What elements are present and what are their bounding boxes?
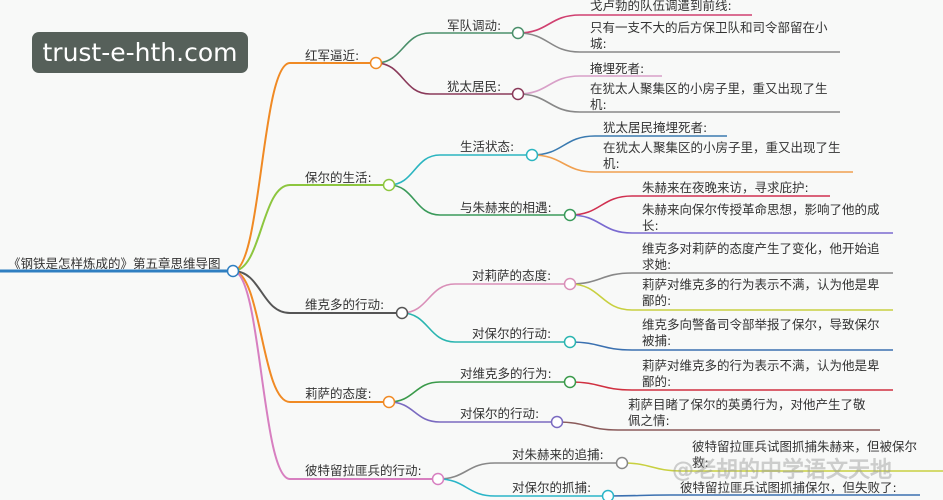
sub-branch-label: 对莉萨的态度: xyxy=(472,268,552,283)
connector-line xyxy=(232,270,389,403)
node-collapse-toggle[interactable] xyxy=(550,415,564,429)
sub-branch-label: 对保尔的行动: xyxy=(472,326,552,341)
branch-label: 维克多的行动: xyxy=(305,297,385,312)
connector-line xyxy=(569,283,893,311)
leaf-text: 莉萨目睹了保尔的英勇行为，对他产生了敬佩之情: xyxy=(628,397,866,428)
watermark: @老胡的中学语文天地 xyxy=(672,458,893,483)
connector-line xyxy=(607,494,920,497)
node-collapse-toggle[interactable] xyxy=(382,178,396,192)
node-collapse-toggle[interactable] xyxy=(563,208,577,222)
connector-line xyxy=(232,184,389,272)
node-collapse-toggle[interactable] xyxy=(369,56,383,70)
leaf-text: 朱赫来向保尔传授革命思想，影响了他的成长: xyxy=(642,202,880,233)
sub-branch-label: 对朱赫来的追捕: xyxy=(512,447,604,462)
leaf-text: 维克多向警备司令部举报了保尔，导致保尔被捕: xyxy=(642,317,880,348)
connector-line xyxy=(232,270,438,480)
branch-label: 保尔的生活: xyxy=(305,170,372,185)
site-logo-badge[interactable]: trust-e-hth.com xyxy=(32,32,248,73)
leaf-text: 莉萨对维克多的行为表示不满，认为他是卑鄙的: xyxy=(642,277,880,308)
sub-branch-label: 犹太居民: xyxy=(447,79,502,94)
connector-line xyxy=(437,462,622,480)
node-collapse-toggle[interactable] xyxy=(615,456,629,470)
connector-line xyxy=(569,341,893,351)
node-collapse-toggle[interactable] xyxy=(395,306,409,320)
connector-line xyxy=(375,32,518,64)
leaf-text: 彼特留拉匪兵试图抓捕朱赫来，但被保尔救: xyxy=(692,439,918,470)
node-collapse-toggle[interactable] xyxy=(511,26,525,40)
connector-line xyxy=(621,462,943,472)
node-collapse-toggle[interactable] xyxy=(511,87,525,101)
node-collapse-toggle[interactable] xyxy=(226,264,240,278)
connector-line xyxy=(437,478,608,497)
sub-branch-label: 对维克多的行为: xyxy=(460,366,552,381)
connector-line xyxy=(517,14,752,34)
leaf-text: 莉萨对维克多的行为表示不满，认为他是卑鄙的: xyxy=(642,358,880,389)
connector-line xyxy=(388,184,570,216)
connector-line xyxy=(531,135,727,156)
sub-branch-label: 军队调动: xyxy=(447,18,502,33)
leaf-text: 在犹太人聚集区的小房子里，重又出现了生机: xyxy=(590,81,828,112)
node-collapse-toggle[interactable] xyxy=(563,375,577,389)
sub-branch-label: 与朱赫来的相遇: xyxy=(460,200,552,215)
node-collapse-toggle[interactable] xyxy=(382,395,396,409)
leaf-text: 戈卢勃的队伍调遣到前线: xyxy=(590,0,732,13)
connector-line xyxy=(517,32,840,53)
node-collapse-toggle[interactable] xyxy=(601,489,615,500)
node-collapse-toggle[interactable] xyxy=(525,148,539,162)
node-collapse-toggle[interactable] xyxy=(431,472,445,486)
sub-branch-label: 对保尔的抓捕: xyxy=(512,480,592,495)
connector-line xyxy=(388,381,570,403)
connector-line xyxy=(375,62,518,95)
connector-line xyxy=(232,62,376,272)
leaf-text: 彼特留拉匪兵试图抓捕保尔，但失败了: xyxy=(680,480,897,495)
leaf-text: 维克多对莉萨的态度产生了变化，他开始追求她: xyxy=(642,241,880,272)
connector-line xyxy=(401,283,570,314)
connector-line xyxy=(232,270,402,314)
root-title: 《钢铁是怎样炼成的》第五章思维导图 xyxy=(8,256,221,271)
node-collapse-toggle[interactable] xyxy=(563,335,577,349)
leaf-text: 犹太居民掩埋死者: xyxy=(603,120,708,135)
connector-line xyxy=(388,401,557,423)
connector-line xyxy=(569,195,830,216)
sub-branch-label: 对保尔的行动: xyxy=(460,406,540,421)
leaf-text: 朱赫来在夜晚来访，寻求庇护: xyxy=(642,180,809,195)
branch-label: 莉萨的态度: xyxy=(305,386,372,401)
connector-line xyxy=(517,75,662,95)
connector-line xyxy=(388,154,532,186)
node-collapse-toggle[interactable] xyxy=(563,277,577,291)
connector-line xyxy=(556,421,880,431)
connector-line xyxy=(569,381,893,391)
sub-branch-label: 生活状态: xyxy=(460,139,515,154)
branch-label: 彼特留拉匪兵的行动: xyxy=(305,463,422,478)
leaf-text: 掩埋死者: xyxy=(590,61,645,76)
connector-line xyxy=(569,272,893,285)
connector-line xyxy=(569,214,893,234)
branch-label: 红军逼近: xyxy=(305,48,360,63)
leaf-text: 只有一支不大的后方保卫队和司令部留在小城: xyxy=(590,20,828,51)
connector-line xyxy=(517,93,840,113)
connector-line xyxy=(401,312,570,343)
connector-line xyxy=(531,154,853,173)
leaf-text: 在犹太人聚集区的小房子里，重又出现了生机: xyxy=(603,140,841,171)
